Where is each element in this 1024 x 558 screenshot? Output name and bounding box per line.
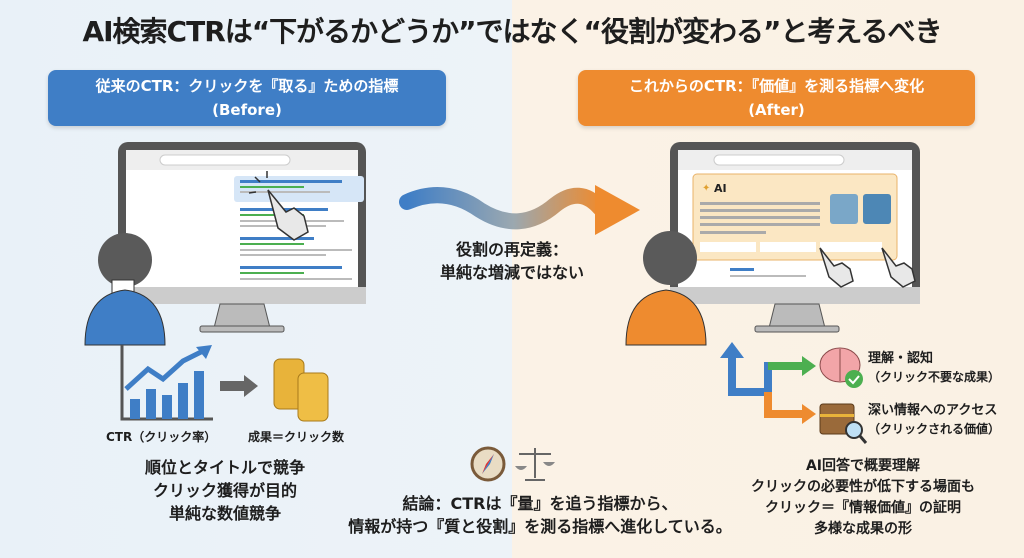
after-points: AI回答で概要理解 クリックの必要性が低下する場面も クリック＝『情報価値』の証… [713,456,1013,540]
user-avatar-icon [625,231,707,346]
hand-pointer-icon [248,171,309,241]
conclusion-line2: 情報が持つ『質と役割』を測る指標へ進化している。 [348,517,732,536]
transition-caption: 役割の再定義： 単純な増減ではない [412,238,612,284]
after-banner-subtitle: (After) [748,101,805,119]
hand-pointer-icon [881,247,916,288]
before-points: 順位とタイトルで競争 クリック獲得が目的 単純な数値競争 [100,456,350,525]
transition-wave-arrow-icon [399,185,640,235]
after-point: 多様な成果の形 [814,521,912,537]
branch-arrows-icon [720,342,816,424]
after-point: クリックの必要性が低下する場面も [751,479,975,495]
after-monitor-illustration: ✦ AI [625,142,920,346]
branch-understanding: 理解・認知 （クリック不要な成果） [868,350,1000,386]
right-arrow-icon [220,375,258,397]
before-banner-subtitle: (Before) [212,101,282,119]
ai-panel-label: AI [714,182,727,195]
before-banner: 従来のCTR：クリックを『取る』ための指標 (Before) [48,70,446,126]
after-point: クリック＝『情報価値』の証明 [765,500,961,516]
after-banner: これからのCTR：『価値』を測る指標へ変化 (After) [578,70,975,126]
branch-deep-access: 深い情報へのアクセス （クリックされる価値） [868,402,1000,438]
brain-icon [819,347,863,388]
before-point: 単純な数値競争 [168,504,281,523]
conclusion-line1: 結論：CTRは『量』を追う指標から、 [402,494,678,513]
before-banner-title: 従来のCTR：クリックを『取る』ための指標 [95,77,399,95]
treasure-chest-search-icon [819,403,868,444]
transition-line2: 単純な増減ではない [439,263,584,282]
branch1-subtitle: （クリック不要な成果） [868,370,1001,384]
ctr-label: CTR（クリック率） [106,430,217,444]
branch2-subtitle: （クリックされる価値） [868,422,1001,436]
after-point: AI回答で概要理解 [805,458,921,474]
balance-scale-icon [515,448,555,481]
conclusion: 結論：CTRは『量』を追う指標から、 情報が持つ『質と役割』を測る指標へ進化して… [320,492,760,538]
page-title: AI検索CTRは“下がるかどうか”ではなく“役割が変わる”と考えるべき [82,15,942,48]
svg-text:✦: ✦ [702,183,710,194]
branch2-title: 深い情報へのアクセス [868,403,998,418]
user-avatar-icon [84,233,166,346]
before-point: クリック獲得が目的 [152,481,297,500]
coins-icon [273,358,329,422]
coins-label: 成果＝クリック数 [248,430,345,444]
before-monitor-illustration [84,142,366,346]
branch1-title: 理解・認知 [868,351,934,366]
transition-line1: 役割の再定義： [455,240,568,259]
compass-icon [470,446,506,482]
after-banner-title: これからのCTR：『価値』を測る指標へ変化 [628,77,925,95]
ctr-chart-icon [120,345,213,421]
before-point: 順位とタイトルで競争 [144,458,305,477]
hand-pointer-icon [819,247,854,288]
